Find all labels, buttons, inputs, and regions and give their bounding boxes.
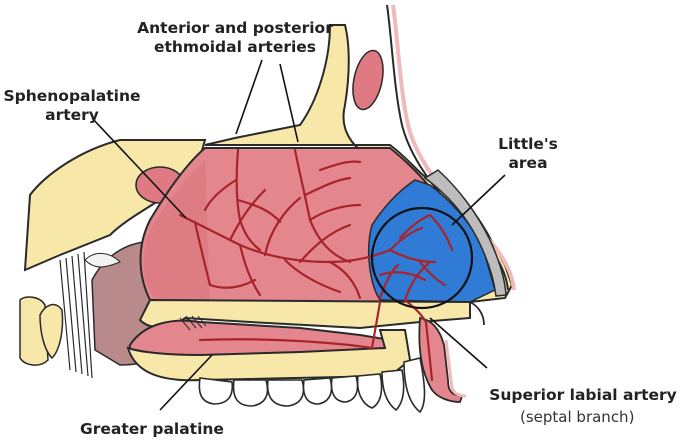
tooth-central-incisor (404, 358, 425, 412)
tooth-canine (358, 374, 382, 408)
tooth-premolar-2 (304, 378, 332, 404)
upper-lip (419, 318, 462, 402)
label-littles-line1: Little's (488, 135, 568, 154)
posterior-fibres (60, 252, 92, 378)
label-superior-labial-artery: Superior labial artery (478, 386, 688, 405)
tooth-premolar-1 (332, 376, 358, 402)
label-sphenopalatine-artery: Sphenopalatine artery (2, 87, 142, 125)
tooth-molar-2 (234, 380, 268, 406)
tooth-lateral-incisor (382, 370, 404, 410)
label-spheno-line2: artery (2, 106, 142, 125)
frontal-sinus (348, 48, 388, 113)
nostril-edge (470, 302, 484, 325)
label-greater-palatine: Greater palatine (62, 420, 242, 439)
label-septal-branch: (septal branch) (520, 408, 634, 426)
label-spheno-line1: Sphenopalatine (2, 87, 142, 106)
label-littles-line2: area (488, 154, 568, 173)
label-ethmoidal-arteries: Anterior and posterior ethmoidal arterie… (110, 19, 360, 57)
tooth-molar-3 (199, 378, 232, 404)
leader-ethmoidal-1 (236, 60, 262, 134)
label-littles-area: Little's area (488, 135, 568, 173)
label-ethmoidal-line2: ethmoidal arteries (110, 38, 360, 57)
tooth-molar-1 (268, 380, 304, 406)
label-ethmoidal-line1: Anterior and posterior (110, 19, 360, 38)
